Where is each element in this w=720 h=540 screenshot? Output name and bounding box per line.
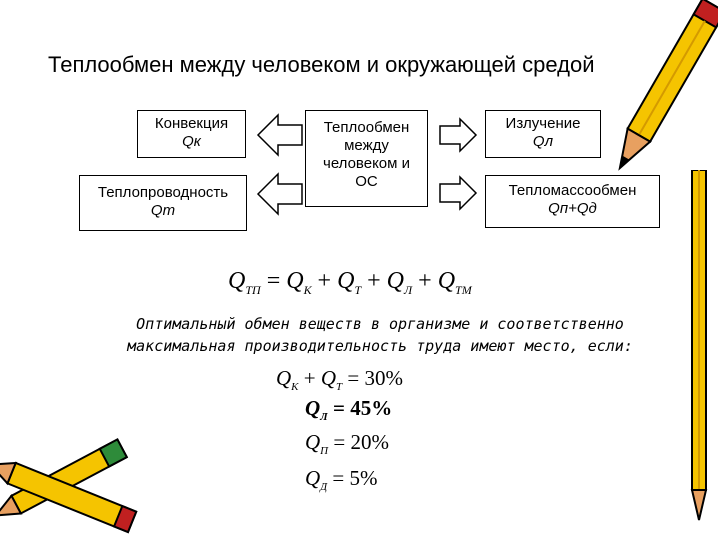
arrow-right-radiation-icon — [439, 117, 478, 153]
arrow-left-convection-icon — [256, 113, 303, 157]
cond0-value: 30% — [364, 366, 403, 390]
condition-radiation: QЛ = 45% — [305, 396, 392, 423]
formula-t1-sub: К — [303, 282, 312, 297]
formula-plus3: + — [418, 268, 432, 294]
pencils-bottom-left-icon — [0, 438, 138, 534]
cond2-a-sub: П — [320, 445, 329, 458]
cond0-a: Q — [276, 366, 292, 390]
formula-t3: Q — [386, 268, 405, 294]
condition-convection-conduction: QК + QТ = 30% — [276, 366, 403, 393]
radiation-symbol: Qл — [532, 133, 554, 150]
cond3-value: 5% — [349, 466, 378, 490]
formula-lhs-sub: ТП — [245, 282, 261, 297]
pencil-top-right-icon — [618, 0, 718, 171]
cond3-a-sub: Д — [320, 481, 328, 494]
cond1-value: 45% — [350, 396, 393, 420]
arrow-left-conduction-icon — [256, 172, 303, 216]
mass-transfer-label: Тепломассообмен — [508, 182, 637, 199]
cond0-a-sub: К — [291, 381, 299, 394]
heat-balance-formula: QТП = QК + QТ + QЛ + QТМ — [228, 268, 472, 298]
radiation-label: Излучение — [505, 115, 581, 132]
cond0-plus: + — [303, 366, 316, 390]
cond2-value: 20% — [350, 430, 389, 454]
formula-plus1: + — [317, 268, 332, 294]
convection-symbol: Qк — [182, 133, 201, 150]
formula-t4-sub: ТМ — [455, 282, 472, 297]
formula-eq: = — [266, 268, 281, 294]
formula-plus2: + — [367, 268, 381, 294]
condition-sweat: QП = 20% — [305, 430, 389, 457]
convection-box: Конвекция Qк — [137, 110, 246, 158]
mass-transfer-symbol: Qп+Qд — [548, 200, 597, 217]
cond0-b-sub: Т — [336, 381, 343, 394]
cond3-eq: = — [332, 466, 345, 490]
cond2-eq: = — [333, 430, 346, 454]
cond2-a: Q — [305, 430, 321, 454]
convection-label: Конвекция — [154, 115, 229, 132]
cond1-a-sub: Л — [320, 411, 328, 424]
optimal-conditions-text: Оптимальный обмен веществ в организме и … — [127, 315, 633, 355]
mass-transfer-box: Тепломассообмен Qп+Qд — [485, 175, 660, 228]
conduction-symbol: Qт — [150, 202, 176, 219]
formula-t3-sub: Л — [404, 282, 413, 297]
center-box: Теплообмен между человеком и ОС — [305, 110, 428, 207]
radiation-box: Излучение Qл — [485, 110, 601, 158]
condition-breathing: QД = 5% — [305, 466, 378, 493]
formula-t4: Q — [437, 268, 456, 294]
center-label: Теплообмен между человеком и ОС — [323, 119, 410, 190]
arrow-right-mass-transfer-icon — [439, 175, 478, 211]
conduction-box: Теплопроводность Qт — [79, 175, 247, 231]
formula-t2-sub: Т — [354, 282, 362, 297]
cond1-a: Q — [305, 396, 321, 420]
page-title: Теплообмен между человеком и окружающей … — [48, 52, 595, 77]
cond0-b: Q — [320, 366, 336, 390]
cond3-a: Q — [305, 466, 321, 490]
cond0-eq: = — [347, 366, 360, 390]
pencil-right-edge-icon — [690, 170, 708, 521]
conduction-label: Теплопроводность — [97, 184, 229, 201]
formula-lhs: Q — [228, 268, 246, 294]
formula-t1: Q — [286, 268, 304, 294]
formula-t2: Q — [337, 268, 355, 294]
cond1-eq: = — [332, 396, 345, 420]
